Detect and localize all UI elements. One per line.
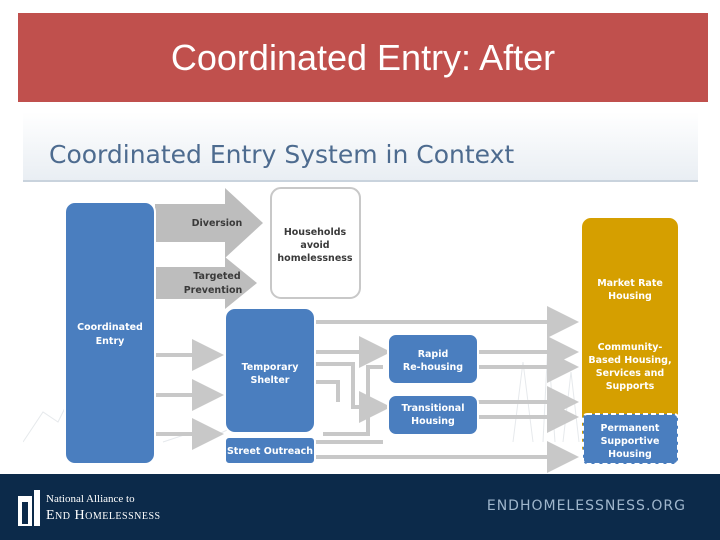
svg-text:Community-: Community-	[598, 342, 663, 353]
svg-text:Services and: Services and	[596, 368, 664, 379]
coordinated-entry-diagram: Diversion Targeted Prevention Coordinate…	[23, 187, 680, 473]
title-bar: Coordinated Entry: After	[18, 13, 708, 102]
market-rate-housing-label: Market Rate Housing	[597, 278, 663, 302]
footer: National Alliance to End Homelessness EN…	[0, 474, 720, 540]
community-based-label: Community- Based Housing, Services and S…	[588, 342, 671, 392]
diversion-arrow: Diversion	[155, 188, 263, 258]
rapid-rehousing-box: Rapid Re-housing	[387, 333, 479, 385]
slide-header-title: Coordinated Entry System in Context	[49, 140, 515, 169]
coordinated-entry-box: Coordinated Entry	[64, 201, 156, 465]
temporary-shelter-box: Temporary Shelter	[224, 307, 316, 434]
svg-text:Housing: Housing	[608, 449, 652, 460]
svg-text:avoid: avoid	[300, 240, 329, 251]
org-name-line2: End Homelessness	[46, 508, 161, 523]
slide-header: Coordinated Entry System in Context	[23, 112, 698, 182]
svg-text:Entry: Entry	[96, 336, 125, 347]
svg-text:Shelter: Shelter	[251, 375, 290, 386]
svg-text:Based Housing,: Based Housing,	[588, 355, 671, 366]
housing-options-column: Market Rate Housing Community- Based Hou…	[580, 216, 680, 465]
footer-url: ENDHOMELESSNESS.ORG	[486, 498, 686, 514]
svg-text:Market Rate: Market Rate	[597, 278, 663, 289]
svg-text:Permanent: Permanent	[601, 423, 660, 434]
permanent-supportive-housing-box: Permanent Supportive Housing	[582, 413, 679, 465]
svg-text:Supports: Supports	[606, 381, 655, 392]
svg-text:homelessness: homelessness	[277, 253, 353, 264]
svg-text:Rapid: Rapid	[418, 349, 449, 360]
targeted-prevention-label-2: Prevention	[184, 285, 243, 296]
street-outreach-box: Street Outreach	[224, 436, 316, 465]
svg-text:Coordinated: Coordinated	[77, 322, 143, 333]
org-name-line1: National Alliance to	[46, 493, 135, 505]
alliance-logo-icon	[18, 490, 40, 526]
svg-text:Re-housing: Re-housing	[403, 362, 463, 373]
households-avoid-box: Households avoid homelessness	[270, 187, 361, 299]
transitional-housing-box: Transitional Housing	[387, 394, 479, 436]
svg-text:Housing: Housing	[411, 416, 455, 427]
diversion-label: Diversion	[192, 218, 243, 229]
flow-lines	[155, 306, 579, 473]
svg-text:Transitional: Transitional	[402, 403, 465, 414]
targeted-prevention-arrow: Targeted Prevention	[155, 257, 257, 309]
svg-text:Temporary: Temporary	[242, 362, 300, 373]
targeted-prevention-label-1: Targeted	[193, 271, 240, 282]
page-title: Coordinated Entry: After	[170, 36, 556, 78]
slide-image: Coordinated Entry System in Context	[23, 112, 698, 474]
svg-text:Households: Households	[284, 227, 347, 238]
street-outreach-label: Street Outreach	[227, 446, 313, 457]
svg-text:Housing: Housing	[608, 291, 652, 302]
svg-text:Supportive: Supportive	[601, 436, 660, 447]
